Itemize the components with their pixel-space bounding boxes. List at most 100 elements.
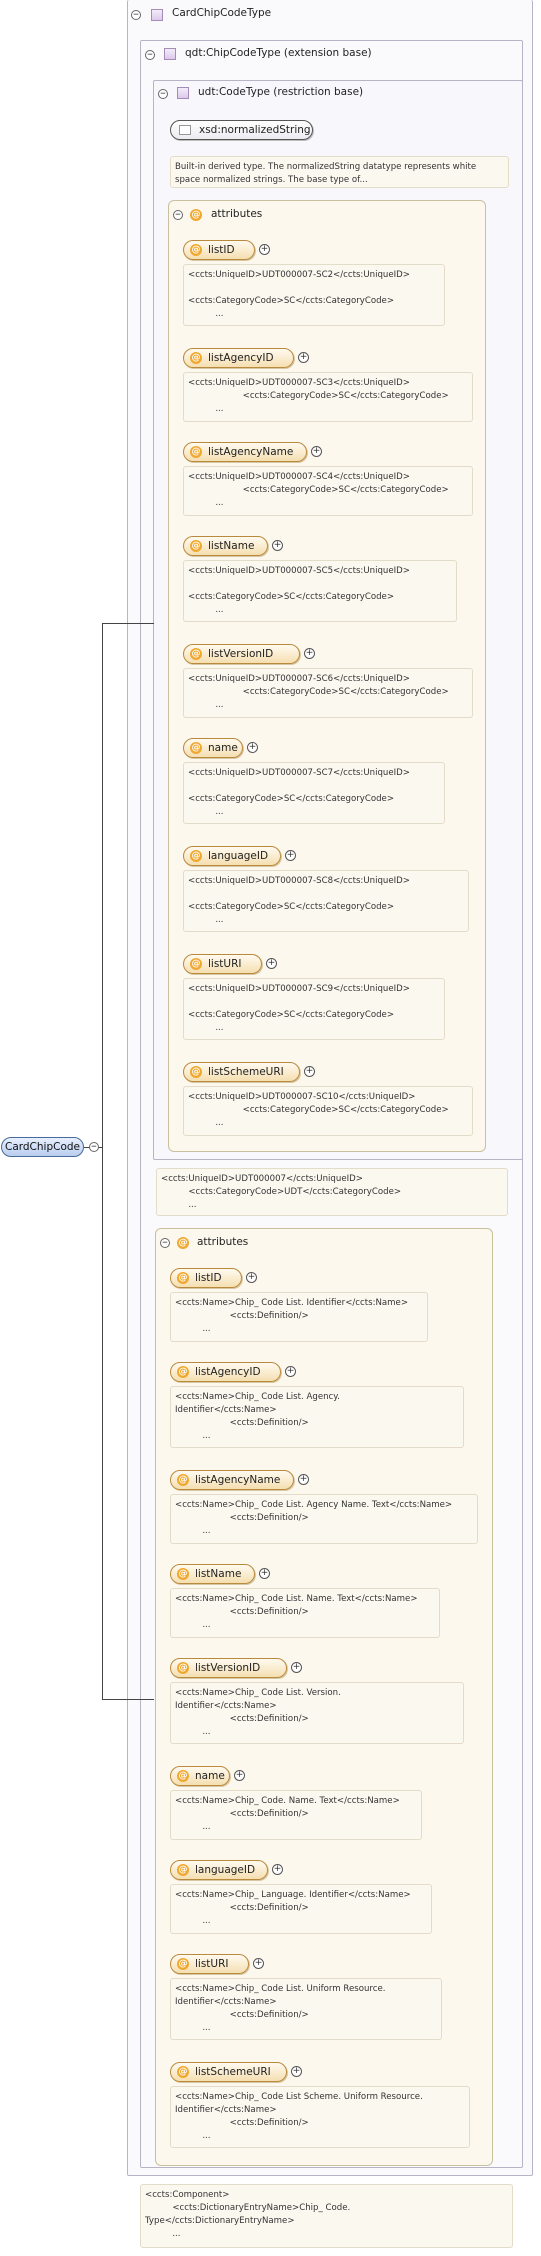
udt-documentation: <ccts:UniqueID>UDT000007</ccts:UniqueID>…: [156, 1168, 508, 1216]
attribute-name: listVersionID: [208, 648, 274, 660]
expand-toggle[interactable]: −: [89, 1142, 99, 1152]
attributes-group-icon: @: [188, 206, 206, 224]
attribute-documentation: <ccts:UniqueID>UDT000007-SC9</ccts:Uniqu…: [183, 978, 445, 1040]
expand-plus-icon[interactable]: +: [291, 1662, 302, 1673]
attribute-name: name: [208, 742, 238, 754]
attribute-documentation: <ccts:UniqueID>UDT000007-SC8</ccts:Uniqu…: [183, 870, 469, 932]
attribute-node[interactable]: @ listAgencyName: [183, 442, 307, 462]
attribute-icon: @: [177, 1662, 189, 1674]
attribute-icon: @: [190, 244, 202, 256]
expand-plus-icon[interactable]: +: [247, 742, 258, 753]
attribute-documentation: <ccts:UniqueID>UDT000007-SC3</ccts:Uniqu…: [183, 372, 473, 422]
expand-plus-icon[interactable]: +: [259, 1568, 270, 1579]
expand-plus-icon[interactable]: +: [246, 1272, 257, 1283]
attribute-node[interactable]: @ languageID: [183, 846, 281, 866]
complex-type-icon: [151, 9, 163, 21]
expand-plus-icon[interactable]: +: [253, 1958, 264, 1969]
attribute-node[interactable]: @ listID: [170, 1268, 242, 1288]
attribute-icon: @: [177, 1770, 189, 1782]
expand-plus-icon[interactable]: +: [285, 1366, 296, 1377]
attribute-name: listAgencyName: [195, 1474, 281, 1486]
component-documentation: <ccts:Component> <ccts:DictionaryEntryNa…: [140, 2184, 513, 2248]
attribute-icon: @: [177, 1568, 189, 1580]
attribute-icon: @: [177, 1272, 189, 1284]
attribute-name: listAgencyID: [195, 1366, 261, 1378]
expand-plus-icon[interactable]: +: [272, 540, 283, 551]
xsd-documentation: Built-in derived type. The normalizedStr…: [170, 156, 509, 188]
expand-plus-icon[interactable]: +: [259, 244, 270, 255]
attribute-documentation: <ccts:UniqueID>UDT000007-SC5</ccts:Uniqu…: [183, 560, 457, 622]
simple-type-icon: [179, 125, 191, 135]
attribute-documentation: <ccts:Name>Chip_ Code List Scheme. Unifo…: [170, 2086, 470, 2148]
attribute-documentation: <ccts:Name>Chip_ Code List. Agency. Iden…: [170, 1386, 464, 1448]
attribute-icon: @: [190, 1066, 202, 1078]
attribute-node[interactable]: @listName: [170, 1564, 255, 1584]
attribute-icon: @: [177, 2066, 189, 2078]
expand-plus-icon[interactable]: +: [298, 1474, 309, 1485]
outer-attributes-title: attributes: [197, 1236, 249, 1248]
expand-plus-icon[interactable]: +: [291, 2066, 302, 2077]
attribute-name: listID: [195, 1272, 222, 1284]
attribute-name: listSchemeURI: [208, 1066, 284, 1078]
attribute-icon: @: [177, 1237, 189, 1249]
connector-line: [102, 623, 103, 1700]
attribute-icon: @: [177, 1366, 189, 1378]
expand-plus-icon[interactable]: +: [234, 1770, 245, 1781]
attributes-group-icon: @: [175, 1234, 193, 1252]
attribute-node[interactable]: @listName: [183, 536, 268, 556]
attribute-documentation: <ccts:Name>Chip_ Code List. Name. Text</…: [170, 1588, 440, 1638]
attribute-name: listURI: [195, 1958, 229, 1970]
attribute-node[interactable]: @ name: [170, 1766, 230, 1786]
attribute-node[interactable]: @ listVersionID: [183, 644, 300, 664]
attribute-icon: @: [190, 648, 202, 660]
attribute-node[interactable]: @languageID: [170, 1860, 268, 1880]
attribute-name: languageID: [195, 1864, 256, 1876]
collapse-toggle[interactable]: −: [158, 89, 168, 99]
expand-plus-icon[interactable]: +: [304, 1066, 315, 1077]
collapse-toggle[interactable]: −: [160, 1238, 170, 1248]
attribute-node[interactable]: @listVersionID: [170, 1658, 287, 1678]
xsd-base-node[interactable]: xsd:normalizedString: [170, 120, 313, 140]
attribute-name: listAgencyName: [208, 446, 294, 458]
expand-plus-icon[interactable]: +: [266, 958, 277, 969]
connector-line: [102, 623, 154, 624]
attribute-node[interactable]: @ listID: [183, 240, 255, 260]
attribute-name: listAgencyID: [208, 352, 274, 364]
inner-attributes-title: attributes: [211, 208, 263, 220]
attribute-icon: @: [190, 209, 202, 221]
type-label: CardChipCodeType: [172, 7, 272, 19]
attribute-icon: @: [177, 1958, 189, 1970]
attribute-node[interactable]: @ listURI: [170, 1954, 249, 1974]
attribute-node[interactable]: @listSchemeURI: [170, 2062, 287, 2082]
attribute-icon: @: [190, 742, 202, 754]
attribute-node[interactable]: @listURI: [183, 954, 262, 974]
attribute-name: languageID: [208, 850, 269, 862]
attribute-documentation: <ccts:Name>Chip_ Code List. Version. Ide…: [170, 1682, 464, 1744]
collapse-toggle[interactable]: −: [173, 210, 183, 220]
attribute-node[interactable]: @ listAgencyName: [170, 1470, 294, 1490]
collapse-toggle[interactable]: −: [145, 50, 155, 60]
attribute-node[interactable]: @ listAgencyID: [170, 1362, 281, 1382]
complex-type-icon: [164, 48, 176, 60]
attribute-node[interactable]: @ listSchemeURI: [183, 1062, 300, 1082]
attribute-name: listID: [208, 244, 235, 256]
expand-plus-icon[interactable]: +: [298, 352, 309, 363]
attribute-name: listURI: [208, 958, 242, 970]
attribute-icon: @: [190, 850, 202, 862]
attribute-documentation: <ccts:UniqueID>UDT000007-SC10</ccts:Uniq…: [183, 1086, 473, 1136]
restriction-label: udt:CodeType (restriction base): [198, 86, 364, 98]
attribute-name: name: [195, 1770, 225, 1782]
attribute-node[interactable]: @ name: [183, 738, 243, 758]
attribute-documentation: <ccts:UniqueID>UDT000007-SC7</ccts:Uniqu…: [183, 762, 445, 824]
attribute-documentation: <ccts:UniqueID>UDT000007-SC4</ccts:Uniqu…: [183, 466, 473, 516]
attribute-icon: @: [190, 446, 202, 458]
collapse-toggle[interactable]: −: [131, 10, 141, 20]
attribute-icon: @: [177, 1474, 189, 1486]
root-element[interactable]: CardChipCode: [1, 1137, 84, 1157]
expand-plus-icon[interactable]: +: [304, 648, 315, 659]
attribute-documentation: <ccts:Name>Chip_ Code List. Identifier</…: [170, 1292, 428, 1342]
attribute-node[interactable]: @listAgencyID: [183, 348, 294, 368]
expand-plus-icon[interactable]: +: [272, 1864, 283, 1875]
expand-plus-icon[interactable]: +: [311, 446, 322, 457]
expand-plus-icon[interactable]: +: [285, 850, 296, 861]
